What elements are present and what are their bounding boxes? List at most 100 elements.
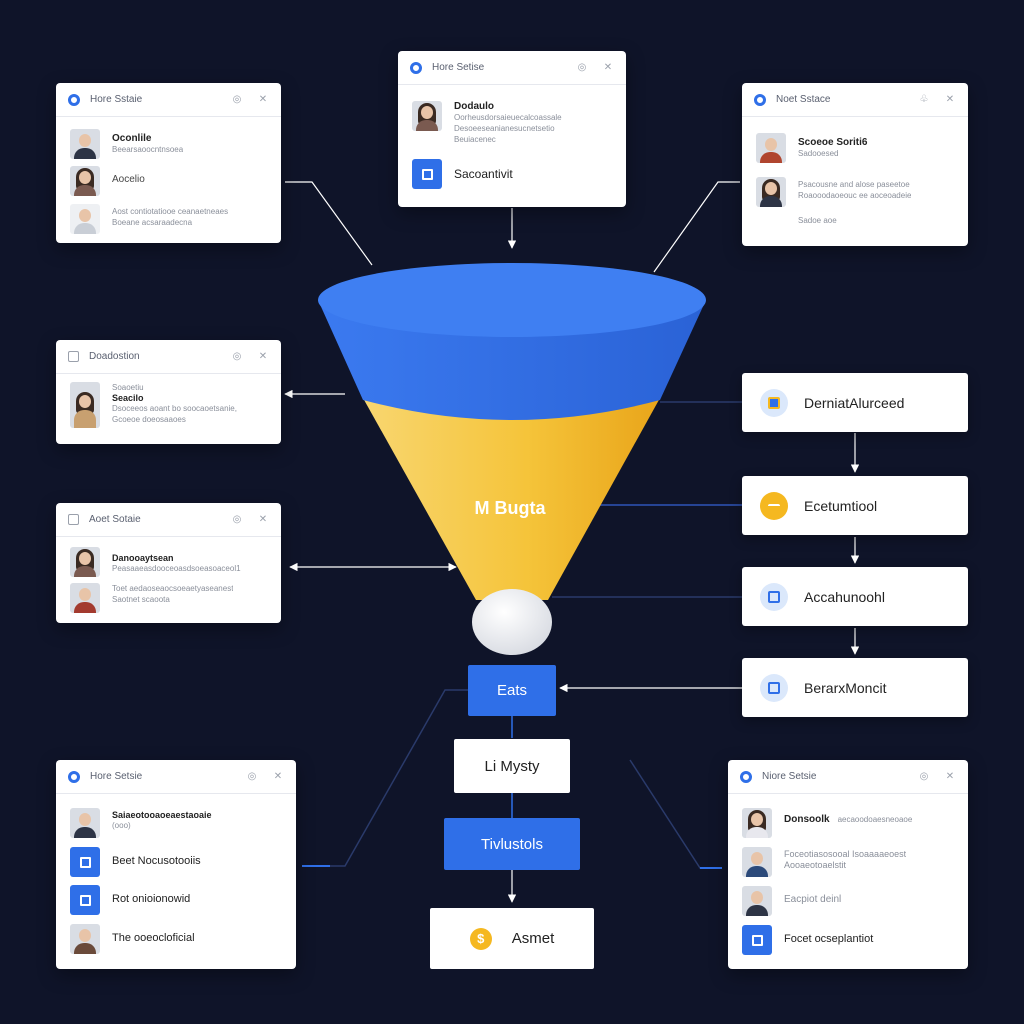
avatar: [70, 382, 100, 428]
card-top-right[interactable]: Noet Sstace ♧ ✕ Scoeoe Soriti6 Sadooesed…: [742, 83, 968, 246]
close-icon[interactable]: ✕: [945, 94, 955, 105]
list-item[interactable]: The ooeocloficial: [70, 924, 286, 954]
document-icon: [70, 847, 100, 877]
item-detail: Boeane acsaraadecna: [112, 218, 193, 227]
avatar: [70, 808, 100, 838]
item-label: Rot onioionowid: [112, 893, 191, 905]
close-icon[interactable]: ✕: [603, 62, 613, 73]
card-title: Hore Setise: [432, 62, 485, 73]
step-label: Ecetumtiool: [804, 497, 878, 514]
item-detail: Desoeeseanianesucnetsetio: [454, 124, 555, 133]
card-mid-left-1[interactable]: Doadostion ◎ ✕ Soaoetiu Seacilo Dsoceeos…: [56, 340, 281, 444]
item-name: Scoeoe Soriti6: [798, 137, 868, 148]
item-detail: aecaoodoaesneoaoe: [837, 815, 913, 824]
list-item[interactable]: Saiaeotooaoeaestaoaie (ooo): [70, 808, 286, 838]
status-dot-icon: [410, 61, 422, 74]
close-icon[interactable]: ✕: [258, 351, 268, 362]
settings-icon[interactable]: ◎: [577, 62, 587, 73]
list-item[interactable]: Aocelio: [70, 166, 271, 196]
list-item[interactable]: Foceotiasosooal Isoaaaaeoest Aooaeotoael…: [742, 847, 958, 877]
settings-icon[interactable]: ◎: [232, 94, 242, 105]
item-name: Saiaeotooaoeaestaoaie: [112, 810, 212, 820]
funnel-label: M Bugta: [474, 498, 546, 518]
step-box[interactable]: DerniatAlurceed: [742, 373, 968, 432]
card-title: Noet Sstace: [776, 94, 831, 105]
image-icon: [760, 388, 788, 417]
list-item[interactable]: Scoeoe Soriti6 Sadooesed: [756, 133, 958, 163]
avatar: [70, 204, 100, 234]
item-detail: Sadooesed: [798, 149, 839, 158]
list-item[interactable]: Toet aedaoseaocsoeaetyaseanest Saotnet s…: [70, 583, 271, 613]
document-icon: [760, 582, 788, 611]
asmet-box[interactable]: $ Asmet: [430, 908, 594, 969]
card-top-center[interactable]: Hore Setise ◎ ✕ Dodaulo Oorheusdorsaieue…: [398, 51, 626, 207]
card-mid-left-2[interactable]: Aoet Sotaie ◎ ✕ Danooaytsean Peasaaeasdo…: [56, 503, 281, 623]
item-detail: Peasaaeasdooceoasdsoeasoaceol1: [112, 564, 241, 573]
close-icon[interactable]: ✕: [273, 771, 283, 782]
checkbox-icon[interactable]: [68, 514, 79, 525]
status-dot-icon: [740, 770, 752, 783]
close-icon[interactable]: ✕: [258, 94, 268, 105]
card-bottom-right[interactable]: Niore Setsie ◎ ✕ Donsoolk aecaoodoaesneo…: [728, 760, 968, 969]
step-box[interactable]: Accahunoohl: [742, 567, 968, 626]
list-item[interactable]: Soaoetiu Seacilo Dsoceeos aoant bo sooca…: [70, 382, 271, 428]
connector-top-right: [653, 181, 740, 273]
avatar: [70, 547, 100, 577]
item-name: Seacilo: [112, 393, 144, 403]
document-icon: [760, 673, 788, 702]
thumbs-up-icon[interactable]: ♧: [919, 94, 929, 105]
card-top-left[interactable]: Hore Sstaie ◎ ✕ Oconlile Beearsaoocntnso…: [56, 83, 281, 243]
item-name: Dodaulo: [454, 101, 494, 112]
status-dot-icon: [68, 770, 80, 783]
item-label: Focet ocseplantiot: [784, 933, 874, 945]
funnel-outlet-ball: [472, 589, 552, 655]
eats-box[interactable]: Eats: [468, 665, 556, 716]
avatar: [412, 101, 442, 131]
item-detail: Beearsaoocntnsoea: [112, 145, 184, 154]
coin-icon: [760, 491, 788, 520]
step-label: Accahunoohl: [804, 588, 885, 605]
card-title: Aoet Sotaie: [89, 514, 141, 525]
list-item[interactable]: Dodaulo Oorheusdorsaieuecalcoassale Deso…: [412, 101, 616, 145]
close-icon[interactable]: ✕: [258, 514, 268, 525]
list-item[interactable]: Donsoolk aecaoodoaesneoaoe: [742, 808, 958, 838]
step-box[interactable]: BerarxMoncit: [742, 658, 968, 717]
avatar: [742, 886, 772, 916]
card-title: Doadostion: [89, 351, 140, 362]
list-item[interactable]: Psacousne and alose paseetoe Roaooodaoeo…: [756, 177, 958, 226]
item-label: Sacoantivit: [454, 167, 513, 181]
list-item[interactable]: Oconlile Beearsaoocntnsoea: [70, 129, 271, 159]
list-item[interactable]: Eacpiot deinl: [742, 886, 958, 916]
list-item[interactable]: Rot onioionowid: [70, 885, 286, 915]
asmet-label: Asmet: [511, 930, 555, 947]
status-dot-icon: [68, 93, 80, 106]
card-bottom-left[interactable]: Hore Setsie ◎ ✕ Saiaeotooaoeaestaoaie (o…: [56, 760, 296, 969]
list-item[interactable]: Focet ocseplantiot: [742, 925, 958, 955]
tivlustols-box[interactable]: Tivlustols: [444, 818, 580, 870]
settings-icon[interactable]: ◎: [232, 514, 242, 525]
item-detail: Roaooodaoeouc ee aoceoadeie: [798, 191, 912, 200]
card-title: Hore Sstaie: [90, 94, 143, 105]
settings-icon[interactable]: ◎: [232, 351, 242, 362]
step-label: DerniatAlurceed: [804, 394, 905, 411]
checkbox-icon[interactable]: [68, 351, 79, 362]
settings-icon[interactable]: ◎: [919, 771, 929, 782]
avatar: [70, 129, 100, 159]
list-item[interactable]: Sacoantivit: [412, 159, 616, 189]
item-detail: Aooaeotoaelstit: [784, 860, 847, 870]
status-dot-icon: [754, 93, 766, 106]
close-icon[interactable]: ✕: [945, 771, 955, 782]
list-item[interactable]: Aost contiotatiooe ceanaetneaes Boeane a…: [70, 204, 271, 234]
li-mysty-box[interactable]: Li Mysty: [454, 739, 570, 793]
item-name: Aocelio: [112, 174, 145, 185]
list-item[interactable]: Beet Nocusotooiis: [70, 847, 286, 877]
funnel-rim: [318, 263, 706, 337]
item-detail: (ooo): [112, 821, 131, 830]
step-box[interactable]: Ecetumtiool: [742, 476, 968, 535]
item-detail: Saotnet scaoota: [112, 595, 170, 604]
settings-icon[interactable]: ◎: [247, 771, 257, 782]
item-name: Oconlile: [112, 133, 152, 144]
avatar: [756, 177, 786, 207]
list-item[interactable]: Danooaytsean Peasaaeasdooceoasdsoeasoace…: [70, 547, 271, 577]
